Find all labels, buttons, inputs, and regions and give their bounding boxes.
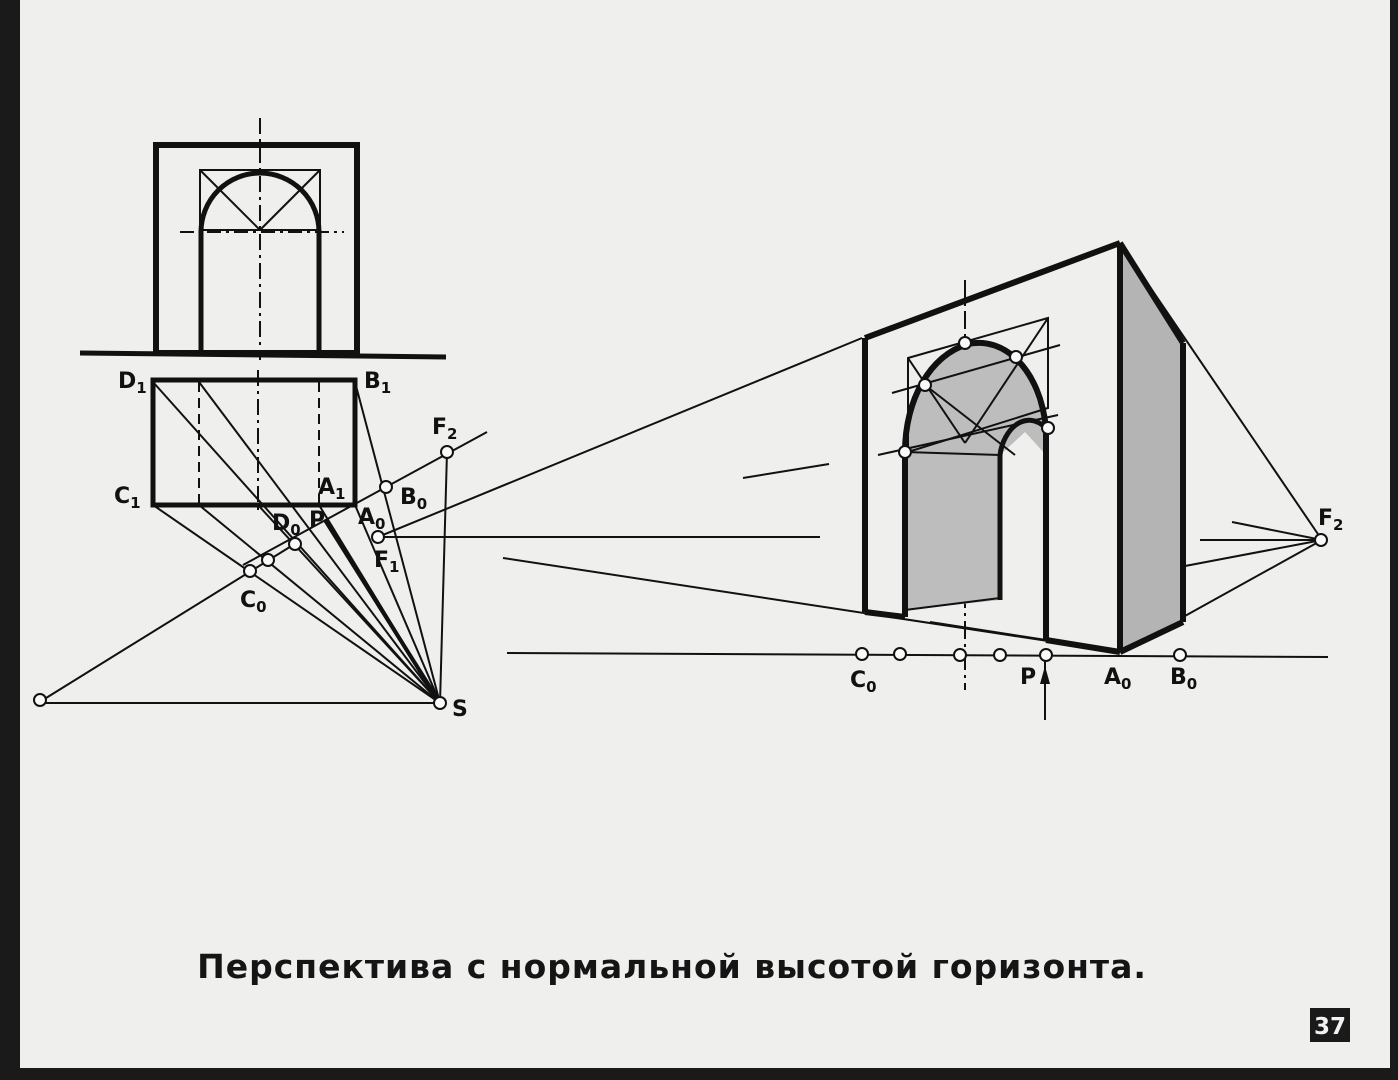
front-wall (862, 240, 1186, 655)
point-F2 (440, 445, 454, 459)
point-F2-right (1314, 533, 1328, 547)
plan-labels: D1 B1 C1 A1 F2 B0 A0 F1 D0 P C0 S (114, 369, 468, 722)
page-number: 37 (1314, 1014, 1346, 1040)
point-ground-4 (993, 648, 1007, 662)
point-B0-ground (1173, 648, 1187, 662)
plan-rectangle (150, 377, 358, 508)
label-S: S (452, 697, 468, 722)
point-arch-left (918, 378, 932, 392)
perspective-view: F2 C0 P A0 B0 (502, 240, 1343, 720)
label-A0: A0 (358, 505, 385, 533)
label-P: P (309, 508, 325, 533)
label-B1: B1 (364, 369, 391, 397)
label-B0-ground: B0 (1170, 665, 1197, 693)
elevation-arch-curve (198, 170, 322, 233)
perspective-points (855, 336, 1328, 662)
point-F1 (371, 530, 385, 544)
label-A1: A1 (318, 475, 345, 503)
plan-view (150, 370, 358, 510)
label-F2-right: F2 (1318, 506, 1343, 534)
label-D1: D1 (118, 369, 147, 397)
point-S (433, 696, 447, 710)
point-D0 (288, 537, 302, 551)
point-arch-top (958, 336, 972, 350)
elevation-diag-1 (199, 169, 261, 231)
label-F1: F1 (374, 548, 399, 576)
slide-caption: Перспектива с нормальной высотой горизон… (197, 947, 1147, 986)
arch-intrados-shade (905, 344, 1046, 610)
point-B0 (379, 480, 393, 494)
point-ground-2 (893, 647, 907, 661)
point-arch-right (1009, 350, 1023, 364)
elevation-diag-2 (259, 169, 321, 231)
point-C0 (243, 564, 257, 578)
side-wall-shade (1120, 243, 1183, 652)
label-D0: D0 (272, 511, 301, 539)
point-far-left (33, 693, 47, 707)
label-A0-ground: A0 (1104, 665, 1131, 693)
picture-plane-line (79, 350, 447, 360)
label-F2: F2 (432, 415, 457, 443)
label-C0-ground: C0 (850, 668, 877, 696)
point-ground-3 (953, 648, 967, 662)
point-arch-spring-right (1041, 421, 1055, 435)
label-P-ground: P (1020, 665, 1036, 690)
point-P-ground (1039, 648, 1053, 662)
point-C0-ground (855, 647, 869, 661)
plan-points (33, 445, 454, 710)
perspective-labels: F2 C0 P A0 B0 (850, 506, 1343, 696)
page-number-badge (1310, 1008, 1350, 1042)
arrow-to-P (1040, 666, 1050, 684)
point-C0-b (261, 553, 275, 567)
label-C1: C1 (114, 484, 141, 512)
label-B0: B0 (400, 485, 427, 513)
point-arch-spring-left (898, 445, 912, 459)
label-C0: C0 (240, 588, 267, 616)
